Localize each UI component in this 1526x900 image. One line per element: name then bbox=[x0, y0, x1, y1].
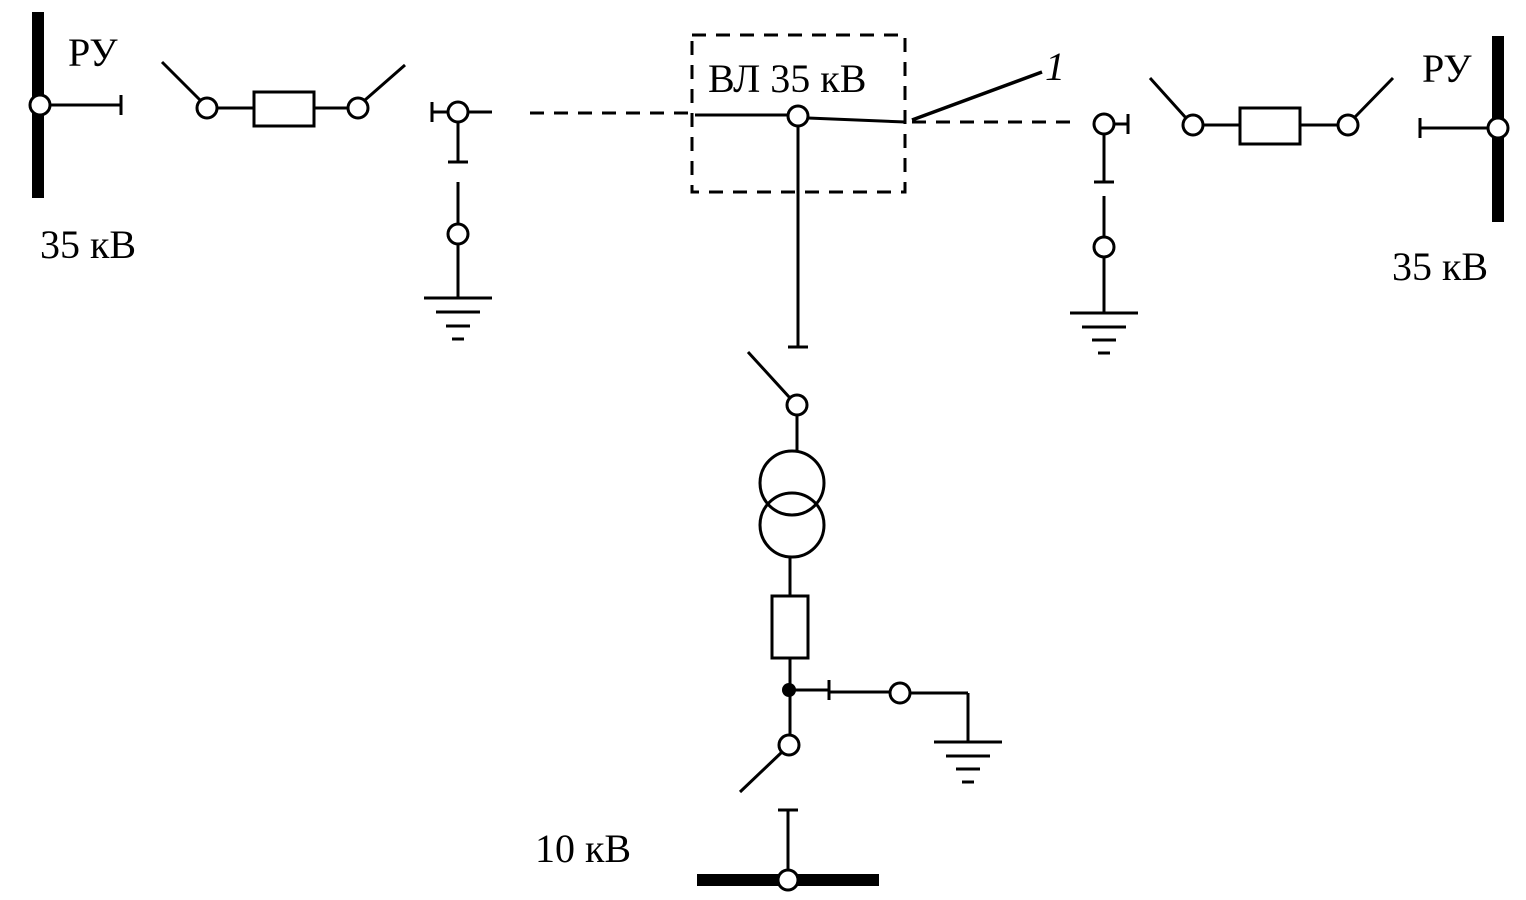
left-disconnector-contact-2 bbox=[346, 96, 370, 120]
tap-point-frame bbox=[690, 33, 907, 194]
surge-arrester-contact bbox=[888, 681, 912, 705]
lv-breaker bbox=[770, 594, 810, 660]
hv-disconnector-blade bbox=[746, 350, 792, 400]
right-breaker bbox=[1238, 106, 1302, 146]
left-disconnector-contact-1 bbox=[195, 96, 219, 120]
left-line-disconnector-group bbox=[424, 100, 492, 341]
right-busbar-group bbox=[1418, 36, 1510, 222]
right-voltage-label: 35 кВ bbox=[1392, 244, 1488, 289]
right-ground-contact bbox=[1092, 235, 1116, 259]
callout-number: 1 bbox=[1045, 44, 1065, 89]
left-busbar-group bbox=[28, 12, 123, 198]
lv-disconnector-blade bbox=[738, 750, 784, 794]
right-busbar-node bbox=[1486, 116, 1510, 140]
right-disconnector-blade-1 bbox=[1148, 76, 1188, 120]
left-switchgear-label: РУ bbox=[68, 30, 118, 75]
tap-line-right bbox=[807, 116, 906, 124]
right-breaker-group bbox=[1148, 76, 1395, 146]
right-line-disconnector-group bbox=[1070, 112, 1138, 355]
lower-busbar-node bbox=[776, 868, 800, 892]
left-breaker bbox=[252, 90, 316, 128]
left-disconnector-blade-1 bbox=[160, 60, 202, 102]
left-breaker-group bbox=[160, 60, 406, 128]
line-label: ВЛ 35 кВ bbox=[708, 56, 866, 101]
left-busbar-node bbox=[28, 93, 52, 117]
left-disconnector-blade-2 bbox=[364, 63, 406, 102]
hv-disconnector-contact bbox=[785, 393, 809, 417]
left-line-node bbox=[446, 100, 470, 124]
right-switchgear-label: РУ bbox=[1422, 46, 1472, 91]
transformer-winding-lv bbox=[758, 491, 826, 559]
transformer-winding-hv bbox=[758, 449, 826, 517]
right-disconnector-contact-1 bbox=[1181, 113, 1205, 137]
left-voltage-label: 35 кВ bbox=[40, 222, 136, 267]
lv-disconnector-contact bbox=[777, 733, 801, 757]
left-ground-contact bbox=[446, 222, 470, 246]
right-line-node bbox=[1092, 112, 1116, 136]
right-disconnector-blade-2 bbox=[1353, 76, 1395, 119]
transformer-branch bbox=[697, 126, 1002, 892]
lower-voltage-label: 10 кВ bbox=[535, 826, 631, 871]
tap-node bbox=[786, 104, 810, 128]
callout-leader bbox=[911, 70, 1043, 122]
right-disconnector-contact-2 bbox=[1336, 113, 1360, 137]
